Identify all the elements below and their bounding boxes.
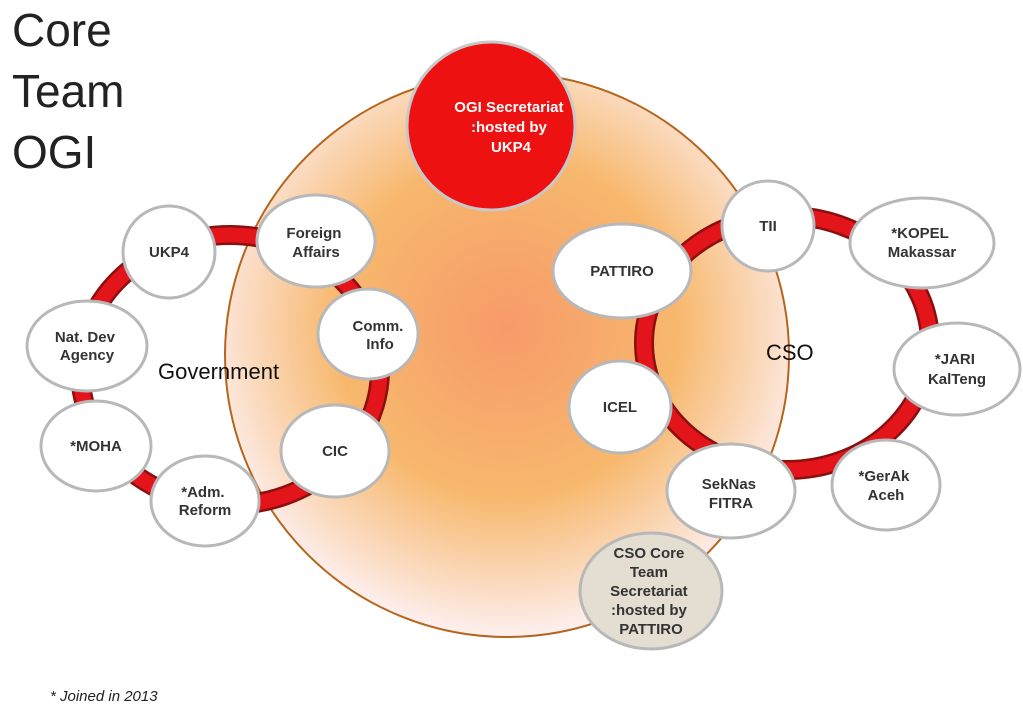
svg-text:Comm. Info: Comm. Info (352, 318, 407, 353)
node-adm-reform: *Adm. Reform (149, 454, 261, 548)
svg-text:OGI Secretariat :hosted: OGI Secretariat :hosted by UKP4 (454, 99, 567, 156)
title-line-2: Team (12, 65, 125, 117)
cso-secretariat-node: CSO Core Team Secretariat :hosted by PAT… (578, 531, 724, 651)
cso-label: CSO (766, 340, 814, 365)
ogi-secretariat-node: OGI Secretariat :hosted by UKP4 (405, 40, 577, 212)
ogi-secretariat-line-2: :hosted by (471, 119, 547, 136)
title-line-1: Core (12, 4, 112, 56)
svg-text:CSO Core Team Secr: CSO Core Team Secretariat :hosted by PAT… (610, 545, 692, 638)
svg-text:Foreign Affairs: Foreign Affairs (286, 225, 345, 261)
ogi-secretariat-line-1: OGI Secretariat (454, 99, 563, 116)
footnote: * Joined in 2013 (50, 688, 158, 705)
node-seknas-fitra: SekNas FITRA (665, 442, 797, 540)
node-moha: *MOHA (39, 399, 153, 493)
ogi-secretariat-line-3: UKP4 (491, 139, 532, 156)
node-gerak-aceh: *GerAk Aceh (830, 438, 942, 532)
svg-text:TII: TII (759, 218, 777, 235)
title-line-3: OGI (12, 126, 97, 178)
page-title: Core Team OGI (12, 0, 124, 183)
svg-text:UKP4: UKP4 (149, 244, 190, 261)
svg-text:CIC: CIC (322, 443, 348, 460)
svg-text:Nat. Dev Agency: Nat. Dev Agency (55, 329, 119, 364)
svg-text:SekNas FITRA: SekNas FITRA (702, 476, 760, 512)
svg-text:PATTIRO: PATTIRO (590, 263, 654, 280)
svg-text:*JARI KalTeng: *JARI KalTeng (928, 351, 986, 388)
node-pattiro: PATTIRO (551, 222, 693, 320)
node-comm-info: Comm. Info (316, 287, 420, 381)
node-ukp4: UKP4 (121, 204, 217, 300)
government-label: Government (158, 359, 279, 384)
node-cic: CIC (279, 403, 391, 499)
node-foreign-affairs: Foreign Affairs (255, 193, 377, 289)
node-tii: TII (720, 179, 816, 273)
svg-text:*Adm. Reform: *Adm. Reform (179, 484, 232, 519)
svg-text:ICEL: ICEL (603, 399, 637, 416)
node-jari-kalteng: *JARI KalTeng (892, 321, 1022, 417)
svg-text:*GerAk Aceh: *GerAk Aceh (858, 468, 913, 504)
node-kopel-makassar: *KOPEL Makassar (848, 196, 996, 290)
node-icel: ICEL (567, 359, 673, 455)
svg-text:*MOHA: *MOHA (70, 438, 122, 455)
svg-text:*KOPEL Makassar: *KOPEL Makassar (888, 225, 957, 261)
node-nat-dev-agency: Nat. Dev Agency (25, 299, 149, 393)
